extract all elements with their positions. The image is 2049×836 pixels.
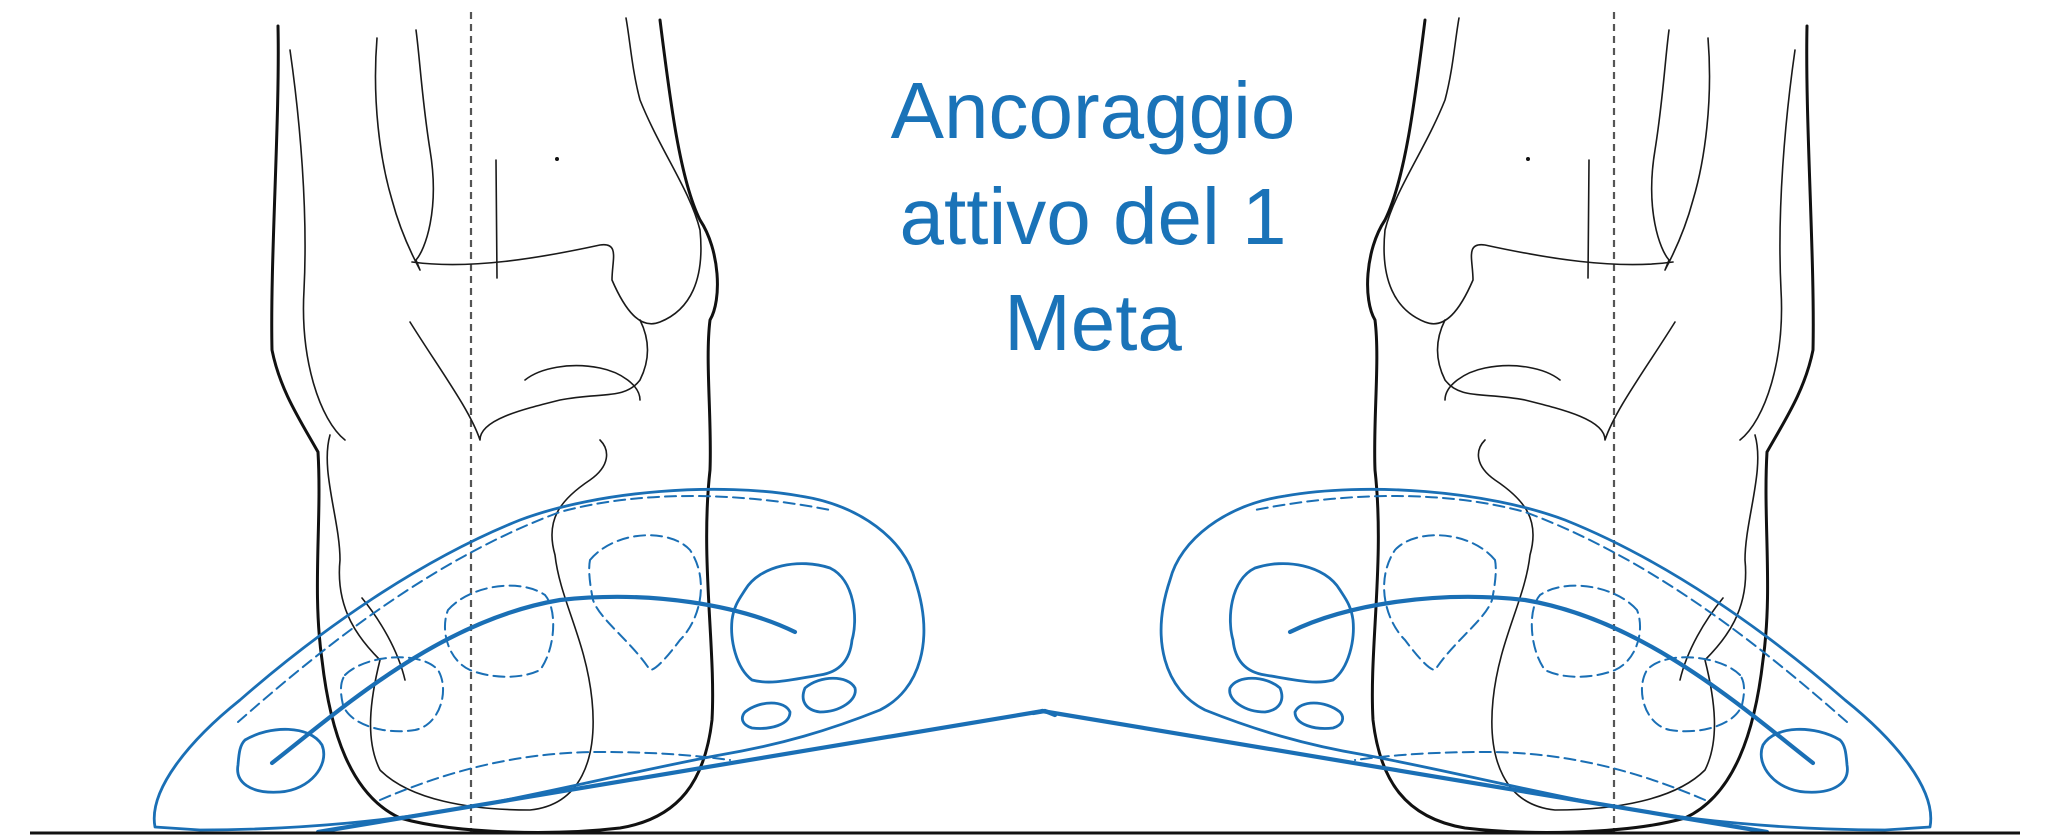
left-toe-bone-1 xyxy=(238,729,324,792)
left-fibula xyxy=(375,30,433,270)
title-line-2: attivo del 1 xyxy=(793,164,1393,270)
left-anchor-line xyxy=(318,711,1043,832)
left-sesamoid-1 xyxy=(742,703,790,728)
right-mark-line xyxy=(1588,160,1589,278)
title-line-3: Meta xyxy=(793,270,1393,376)
right-navicular xyxy=(1445,366,1560,400)
right-mark-dot xyxy=(1526,157,1530,161)
right-toe-bone-1 xyxy=(1761,729,1847,792)
left-tibia xyxy=(290,50,345,440)
right-arch-outline xyxy=(1161,489,1931,830)
left-arch-outline xyxy=(154,489,924,830)
right-sesamoid-2 xyxy=(1230,678,1282,712)
left-mark-dot xyxy=(555,157,559,161)
left-metatarsal-5 xyxy=(732,564,855,682)
right-talus-top xyxy=(1384,18,1673,324)
right-fibula xyxy=(1652,30,1710,270)
right-tibia xyxy=(1740,50,1795,440)
right-metatarsal-2 xyxy=(1642,657,1744,731)
right-sesamoid-1 xyxy=(1295,703,1343,728)
left-metatarsal-2 xyxy=(341,657,443,731)
diagram-title: Ancoraggio attivo del 1 Meta xyxy=(793,58,1393,376)
right-anchor-line xyxy=(1042,711,1767,832)
left-sesamoid-2 xyxy=(803,678,855,712)
title-line-1: Ancoraggio xyxy=(793,58,1393,164)
right-metatarsal-5 xyxy=(1230,564,1353,682)
left-talus-top xyxy=(412,18,701,324)
left-navicular xyxy=(525,366,640,400)
left-talus-body xyxy=(410,320,648,440)
left-mark-line xyxy=(496,160,497,278)
right-talus-body xyxy=(1438,320,1676,440)
